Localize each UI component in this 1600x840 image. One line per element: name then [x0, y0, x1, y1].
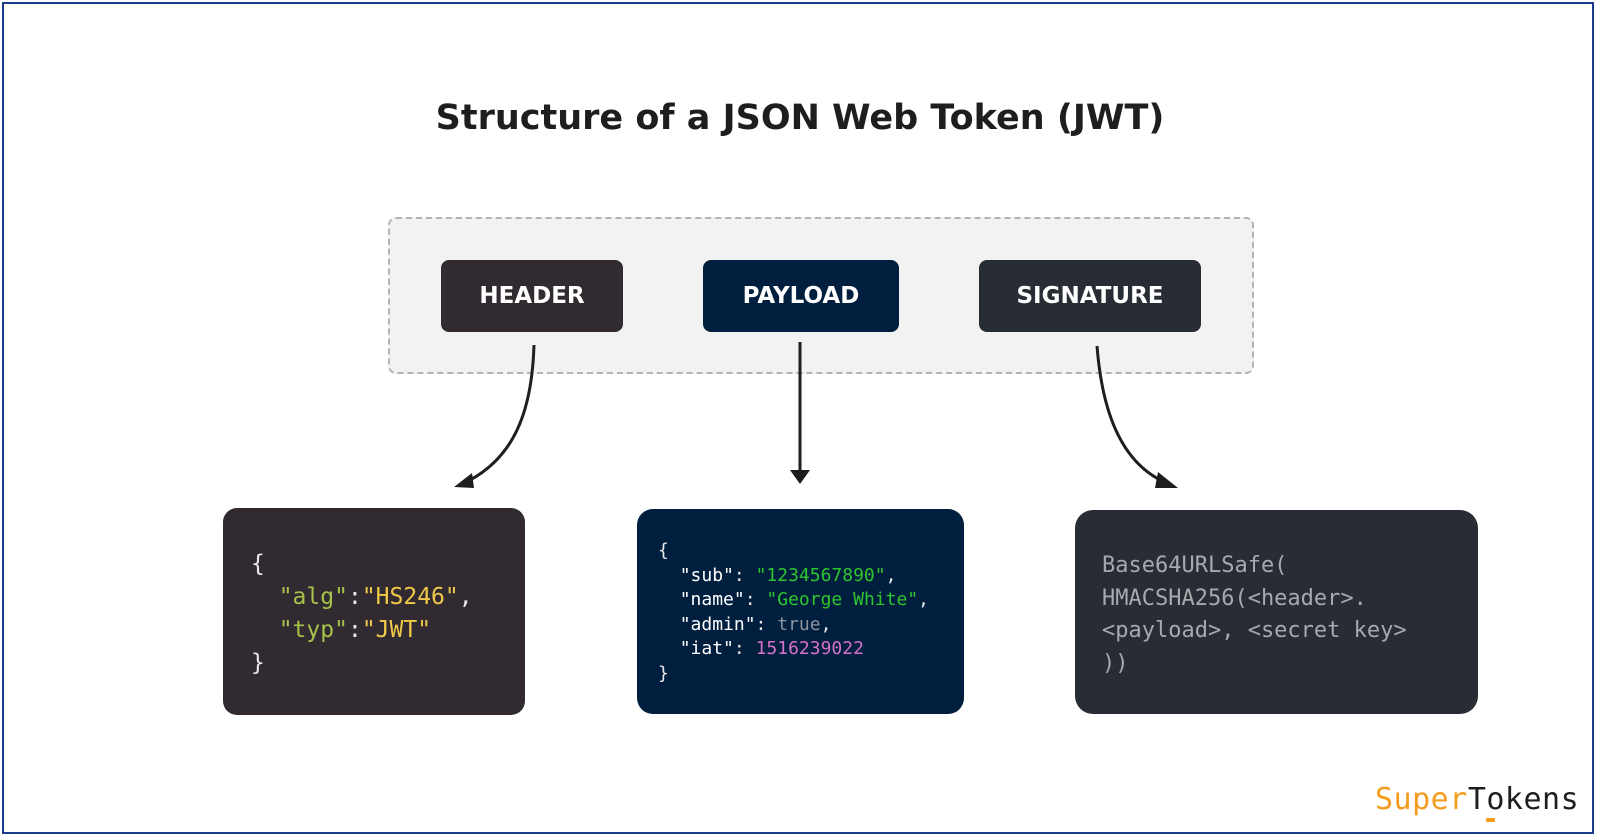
payload-admin-value: true	[777, 613, 821, 635]
header-arrowhead	[454, 473, 474, 488]
header-part-label: HEADER	[479, 283, 585, 309]
diagram-title: Structure of a JSON Web Token (JWT)	[435, 98, 1165, 138]
header-part-box: HEADER	[441, 260, 623, 332]
payload-arrowhead	[790, 470, 810, 484]
supertokens-logo: SuperTokens	[1375, 782, 1580, 822]
signature-formula-block: Base64URLSafe( HMACSHA256(<header>. <paylo…	[1075, 510, 1478, 714]
signature-line-2: HMACSHA256(<header>.	[1102, 585, 1367, 611]
header-arrow	[461, 344, 536, 486]
signature-line-1: Base64URLSafe(	[1102, 553, 1288, 578]
payload-name-value: "George White"	[766, 589, 919, 610]
payload-iat-key: "iat"	[679, 638, 734, 659]
header-typ-key: "typ"	[278, 617, 348, 643]
signature-arrow	[1095, 345, 1163, 483]
header-typ-value: "JWT"	[361, 617, 432, 643]
payload-json-block: { "sub": "1234567890", "name": "George W…	[637, 509, 964, 714]
signature-part-label: SIGNATURE	[1016, 283, 1164, 309]
payload-sub-value: "1234567890"	[755, 564, 886, 586]
signature-line-4: ))	[1102, 650, 1129, 676]
signature-line-3: <payload>, <secret key>	[1102, 618, 1407, 643]
payload-part-label: PAYLOAD	[742, 283, 860, 309]
payload-sub-key: "sub"	[679, 564, 734, 586]
payload-json-close: }	[658, 662, 669, 684]
logo-tokens-text: Tokens	[1467, 782, 1580, 817]
header-json-open: {	[251, 551, 265, 577]
header-alg-value: "HS246"	[361, 584, 459, 610]
payload-iat-value: 1516239022	[755, 638, 864, 659]
header-json-block: { "alg":"HS246", "typ":"JWT"}	[223, 508, 525, 715]
signature-arrowhead	[1155, 472, 1178, 488]
header-json-close: }	[251, 650, 265, 676]
logo-accent-mark	[1486, 818, 1495, 822]
payload-part-box: PAYLOAD	[703, 260, 899, 332]
logo-super-text: Super	[1375, 782, 1468, 817]
header-alg-key: "alg"	[278, 584, 348, 610]
payload-json-open: {	[658, 540, 669, 561]
signature-part-box: SIGNATURE	[979, 260, 1201, 332]
payload-admin-key: "admin"	[679, 613, 756, 635]
payload-name-key: "name"	[679, 589, 745, 610]
